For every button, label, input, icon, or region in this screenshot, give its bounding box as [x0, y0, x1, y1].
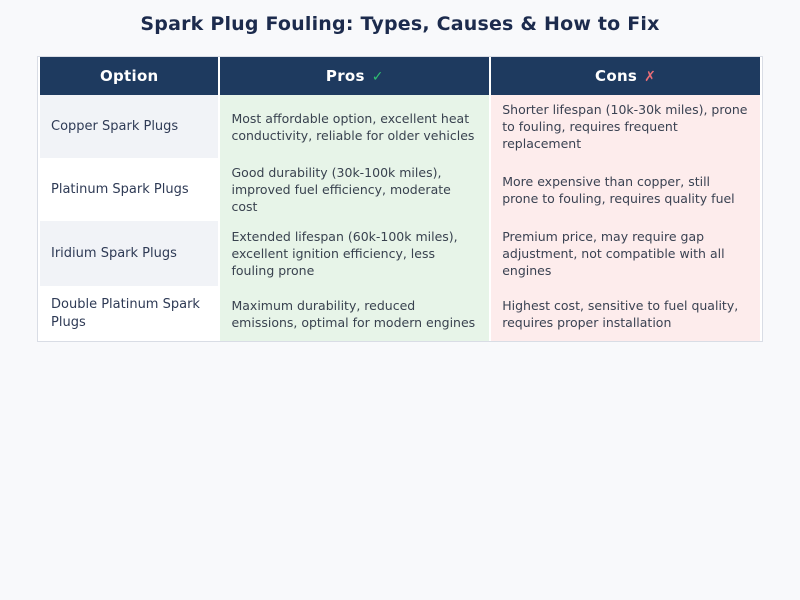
header-cons: Cons ✗ — [491, 57, 760, 95]
cons-cell: More expensive than copper, still prone … — [491, 158, 760, 221]
table-row: Platinum Spark Plugs Good durability (30… — [40, 158, 760, 221]
header-cons-label: Cons — [595, 67, 638, 85]
checkmark-icon: ✓ — [371, 69, 384, 85]
cons-cell: Highest cost, sensitive to fuel quality,… — [491, 286, 760, 341]
header-pros: Pros ✓ — [220, 57, 490, 95]
option-cell: Platinum Spark Plugs — [40, 158, 219, 221]
table-row: Copper Spark Plugs Most affordable optio… — [40, 95, 760, 158]
header-option: Option — [40, 57, 219, 95]
cons-cell: Premium price, may require gap adjustmen… — [491, 221, 760, 286]
header-row: Option Pros ✓ Cons ✗ — [40, 57, 760, 95]
option-cell: Copper Spark Plugs — [40, 95, 219, 158]
option-cell: Iridium Spark Plugs — [40, 221, 219, 286]
header-pros-label: Pros — [325, 67, 365, 85]
page-title: Spark Plug Fouling: Types, Causes & How … — [140, 13, 660, 35]
header-option-label: Option — [99, 67, 159, 85]
cons-cell: Shorter lifespan (10k-30k miles), prone … — [491, 95, 760, 158]
comparison-table: Option Pros ✓ Cons ✗ Copper Spark Plugs Mo… — [37, 56, 763, 342]
x-mark-icon: ✗ — [644, 69, 657, 85]
table-row: Iridium Spark Plugs Extended lifespan (6… — [40, 221, 760, 286]
pros-cell: Extended lifespan (60k-100k miles), exce… — [220, 221, 490, 286]
pros-cell: Most affordable option, excellent heat c… — [220, 95, 490, 158]
option-cell: Double Platinum Spark Plugs — [40, 286, 219, 341]
pros-cell: Good durability (30k-100k miles), improv… — [220, 158, 490, 221]
spark-plug-table: Option Pros ✓ Cons ✗ Copper Spark Plugs Mo… — [38, 57, 762, 341]
table-row: Double Platinum Spark Plugs Maximum dura… — [40, 286, 760, 341]
pros-cell: Maximum durability, reduced emissions, o… — [220, 286, 490, 341]
